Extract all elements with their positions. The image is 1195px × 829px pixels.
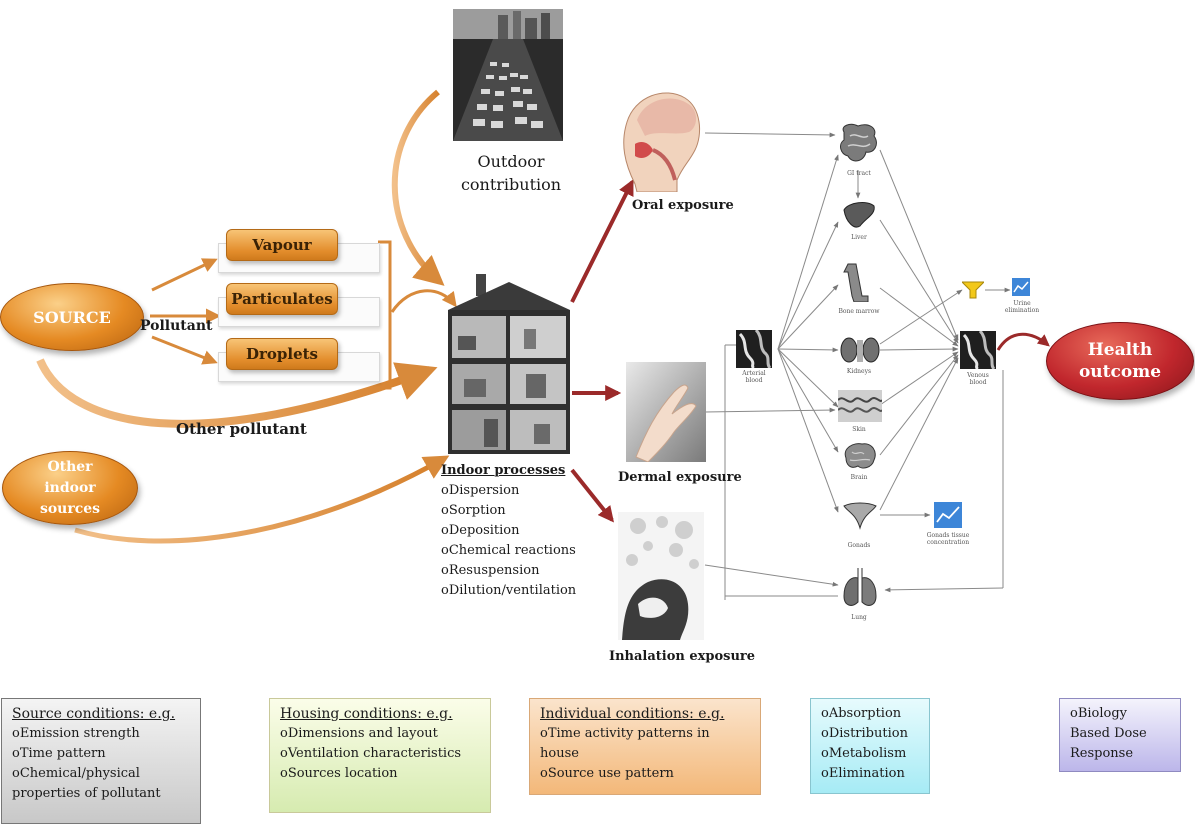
particulates-pill: Particulates (226, 283, 338, 315)
indoor-processes-panel: Indoor processes oDispersion oSorption o… (441, 461, 601, 601)
adme-list: oAbsorption oDistribution oMetabolism oE… (821, 704, 919, 784)
pbpk-connections (704, 132, 1011, 600)
indoor-process-item: oDilution/ventilation (441, 583, 577, 598)
vapour-pill: Vapour (226, 229, 338, 261)
traffic-photo (453, 9, 563, 141)
bbdr-text: oBiology Based Dose Response (1070, 706, 1147, 761)
vapour-label: Vapour (252, 236, 312, 254)
individual-conditions-list: oTime activity patterns in house oSource… (540, 724, 750, 784)
other-sources-line-2: indoor (44, 479, 96, 496)
venous-to-health-arrow (996, 332, 1050, 351)
indoor-process-item: oSorption (441, 503, 506, 518)
urine-elimination-icon (1012, 278, 1030, 296)
gonads-icon (843, 502, 877, 530)
condition-item: oDimensions and layout (280, 726, 438, 741)
indoor-processes-list: oDispersion oSorption oDeposition oChemi… (441, 481, 601, 601)
adme-box: oAbsorption oDistribution oMetabolism oE… (810, 698, 930, 794)
housing-conditions-list: oDimensions and layout oVentilation char… (280, 724, 480, 784)
source-conditions-box: Source conditions: e.g. oEmission streng… (1, 698, 201, 824)
oral-exposure-label: Oral exposure (632, 198, 734, 213)
arterial-blood-icon (736, 330, 772, 368)
gi-tract-icon (840, 123, 877, 162)
brain-label: Brain (850, 474, 868, 481)
health-outcome-line-2: outcome (1078, 362, 1162, 382)
individual-conditions-title: Individual conditions: e.g. (540, 706, 725, 722)
liver-label: Liver (851, 234, 867, 241)
health-outcome-line-1: Health (1087, 340, 1153, 360)
lung-label: Lung (851, 614, 867, 621)
brain-icon (844, 443, 876, 469)
venous-blood-icon (960, 331, 996, 369)
source-to-forms-arrows (150, 258, 221, 365)
kidneys-label: Kidneys (846, 368, 872, 375)
droplets-label: Droplets (245, 345, 319, 363)
bone-marrow-icon (843, 263, 869, 302)
other-sources-line-1: Other (47, 458, 93, 475)
condition-item: oElimination (821, 766, 905, 781)
skin-label: Skin (852, 426, 866, 433)
bbdr-box: oBiology Based Dose Response (1059, 698, 1181, 772)
condition-item: oSources location (280, 766, 398, 781)
indoor-process-item: oDispersion (441, 483, 520, 498)
condition-item: oTime pattern (12, 746, 106, 761)
indoor-processes-title: Indoor processes (441, 463, 566, 478)
condition-item: oDistribution (821, 726, 908, 741)
condition-item: oMetabolism (821, 746, 907, 761)
indoor-process-item: oDeposition (441, 523, 520, 538)
other-sources-arrow (74, 455, 450, 544)
source-conditions-list: oEmission strength oTime pattern oChemic… (12, 724, 190, 804)
housing-conditions-box: Housing conditions: e.g. oDimensions and… (269, 698, 491, 813)
source-label: SOURCE (33, 307, 111, 327)
individual-conditions-box: Individual conditions: e.g. oTime activi… (529, 698, 761, 795)
head-profile-image (623, 92, 701, 192)
exposure-arrows (570, 179, 634, 523)
respiratory-image (618, 512, 704, 640)
droplets-pill: Droplets (226, 338, 338, 370)
other-pollutant-label: Other pollutant (176, 420, 307, 438)
housing-conditions-title: Housing conditions: e.g. (280, 706, 453, 722)
lung-icon (843, 568, 877, 606)
other-sources-line-3: sources (39, 500, 101, 517)
liver-icon (843, 202, 875, 228)
bone-marrow-label: Bone marrow (838, 308, 880, 315)
skin-icon (838, 390, 882, 422)
outdoor-line-2: contribution (460, 175, 562, 194)
gonads-tissue-icon (934, 502, 962, 528)
gonads-label: Gonads (847, 542, 871, 549)
dermal-exposure-label: Dermal exposure (618, 470, 742, 485)
forms-to-house-arrow (390, 289, 457, 313)
inhalation-exposure-label: Inhalation exposure (609, 649, 756, 664)
health-outcome-oval: Health outcome (1046, 322, 1194, 400)
outdoor-line-1: Outdoor (477, 152, 545, 171)
urine-funnel-icon (962, 281, 984, 299)
other-sources-oval: Other indoor sources (2, 451, 138, 525)
indoor-process-item: oResuspension (441, 563, 540, 578)
condition-item: oSource use pattern (540, 766, 674, 781)
condition-item: oChemical/physical properties of polluta… (12, 766, 161, 801)
house-illustration (448, 274, 570, 454)
indoor-process-item: oChemical reactions (441, 543, 576, 558)
condition-item: oEmission strength (12, 726, 140, 741)
condition-item: oTime activity patterns in house (540, 726, 710, 761)
gi-tract-label: GI tract (847, 170, 871, 177)
particulates-label: Particulates (231, 290, 333, 308)
condition-item: oAbsorption (821, 706, 902, 721)
condition-item: oVentilation characteristics (280, 746, 462, 761)
outdoor-to-house-arrow (391, 89, 445, 286)
source-conditions-title: Source conditions: e.g. (12, 706, 176, 722)
kidneys-icon (840, 337, 880, 363)
other-pollutant-arrow (36, 358, 438, 428)
outdoor-contribution-label: Outdoor contribution (456, 150, 566, 196)
source-oval: SOURCE (0, 283, 144, 351)
hand-image (626, 362, 706, 462)
pollutant-label: Pollutant (140, 318, 213, 334)
